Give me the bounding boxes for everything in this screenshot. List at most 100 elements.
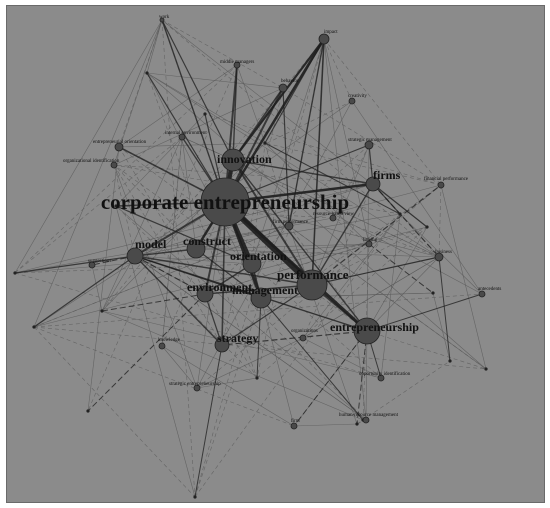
node-innovation[interactable] bbox=[221, 148, 245, 172]
edge-faint bbox=[33, 293, 483, 328]
node-impact[interactable] bbox=[318, 33, 330, 45]
edge-faint bbox=[146, 72, 258, 379]
label-organizations: organizations bbox=[291, 329, 318, 334]
edge-faint bbox=[302, 337, 382, 379]
node-layer bbox=[13, 17, 488, 499]
node-organizations[interactable] bbox=[299, 334, 307, 342]
node-middle-managers[interactable] bbox=[233, 61, 241, 69]
edge-faint bbox=[323, 38, 353, 102]
edge-construct-management bbox=[195, 248, 262, 299]
edge-faint bbox=[256, 226, 428, 379]
node-construct[interactable] bbox=[186, 239, 206, 259]
node-business[interactable] bbox=[434, 252, 444, 262]
node-creativity[interactable] bbox=[348, 97, 356, 105]
edge-firms-business bbox=[372, 183, 440, 258]
edge-performance-business bbox=[311, 256, 440, 286]
edge-faint bbox=[101, 310, 382, 379]
edge-faint bbox=[134, 255, 367, 421]
edge-faint bbox=[256, 225, 290, 379]
edge-faint bbox=[113, 164, 367, 421]
node-firms[interactable] bbox=[365, 176, 381, 192]
edge-corporate-entrepreneurship-work bbox=[161, 19, 226, 203]
edge-performance-strategy bbox=[221, 284, 313, 346]
edge-entrepreneurship-firm bbox=[293, 330, 368, 427]
edge-x3-orientation bbox=[115, 205, 253, 265]
edge-performance-model bbox=[134, 255, 313, 286]
node-anchor bbox=[431, 291, 435, 295]
edge-faint bbox=[232, 159, 440, 258]
label-behavior: behavior bbox=[281, 79, 299, 84]
node-corporate-entrepreneurship[interactable] bbox=[200, 177, 250, 227]
label-opportunity-identification: opportunity identification bbox=[359, 372, 411, 377]
node-strategy[interactable] bbox=[214, 337, 230, 353]
node-knowledge[interactable] bbox=[158, 342, 166, 350]
label-impact: impact bbox=[324, 30, 338, 35]
edge-faint bbox=[288, 225, 368, 332]
node-anchor bbox=[100, 309, 104, 313]
node-suggestions[interactable] bbox=[88, 261, 96, 269]
node-model[interactable] bbox=[126, 247, 144, 265]
label-business: business bbox=[435, 250, 452, 255]
edge-model-x5 bbox=[33, 255, 136, 328]
edge-faint bbox=[33, 326, 295, 427]
edge-faint bbox=[264, 142, 442, 186]
node-strategic-entrepreneurship[interactable] bbox=[193, 384, 201, 392]
edge-faint bbox=[161, 19, 284, 89]
node-resource-based-view[interactable] bbox=[329, 214, 337, 222]
label-suggestions: suggestions bbox=[88, 259, 111, 264]
edge-faint bbox=[113, 164, 401, 215]
node-anchor bbox=[114, 204, 118, 208]
node-anchor bbox=[263, 141, 267, 145]
edge-impact-x12 bbox=[264, 38, 325, 144]
node-opportunity-identification[interactable] bbox=[377, 374, 385, 382]
edge-faint bbox=[251, 38, 325, 265]
edge-faint bbox=[195, 213, 401, 250]
edge-model-x4 bbox=[14, 255, 136, 274]
node-orientation[interactable] bbox=[242, 254, 262, 274]
edge-faint bbox=[134, 255, 253, 265]
edge-faint bbox=[146, 72, 487, 370]
node-firm[interactable] bbox=[290, 422, 298, 430]
node-human-resource-management[interactable] bbox=[362, 416, 370, 424]
edge-faint bbox=[332, 217, 370, 245]
edge-faint bbox=[91, 264, 103, 312]
node-entrepreneurial-orientation[interactable] bbox=[114, 142, 124, 152]
node-performance[interactable] bbox=[296, 269, 328, 301]
edge-model-management bbox=[134, 255, 262, 299]
edge-faint bbox=[380, 213, 401, 379]
node-entrepreneurship[interactable] bbox=[353, 317, 381, 345]
node-anchor bbox=[203, 112, 207, 116]
edge-faint bbox=[115, 113, 206, 207]
label-organizational-identification: organizational identification bbox=[63, 159, 120, 164]
node-environment[interactable] bbox=[196, 285, 214, 303]
node-antecedents[interactable] bbox=[478, 290, 486, 298]
label-internal-environment: internal environment bbox=[165, 131, 207, 136]
edge-faint bbox=[87, 146, 120, 412]
label-creativity: creativity bbox=[348, 94, 367, 99]
node-anchor bbox=[13, 271, 17, 275]
node-organizational-identification[interactable] bbox=[110, 161, 118, 169]
edge-faint bbox=[33, 326, 487, 370]
label-firm: firm bbox=[291, 419, 300, 424]
edge-faint bbox=[251, 142, 266, 265]
node-internal-environment[interactable] bbox=[178, 133, 186, 141]
edge-corporate-entrepreneurship-entrepreneurship bbox=[223, 200, 369, 333]
node-management[interactable] bbox=[250, 287, 272, 309]
node-financial-performance[interactable] bbox=[437, 181, 445, 189]
edge-model-suggestions bbox=[91, 255, 136, 266]
node-strategic-management[interactable] bbox=[364, 140, 374, 150]
edge-faint bbox=[221, 184, 442, 346]
node-behavior[interactable] bbox=[278, 83, 288, 93]
edge-performance-impact bbox=[311, 38, 325, 286]
label-environment: environment bbox=[187, 280, 252, 294]
label-firms: firms bbox=[373, 168, 401, 182]
edge-faint bbox=[282, 87, 442, 186]
edge-faint bbox=[33, 19, 163, 328]
node-linking[interactable] bbox=[365, 240, 373, 248]
node-firm-performance[interactable] bbox=[284, 221, 294, 231]
edge-faint bbox=[351, 100, 483, 295]
edge-faint bbox=[399, 213, 440, 258]
edge-management-x16 bbox=[256, 297, 262, 379]
edge-faint bbox=[432, 292, 451, 362]
node-work[interactable] bbox=[159, 17, 165, 23]
